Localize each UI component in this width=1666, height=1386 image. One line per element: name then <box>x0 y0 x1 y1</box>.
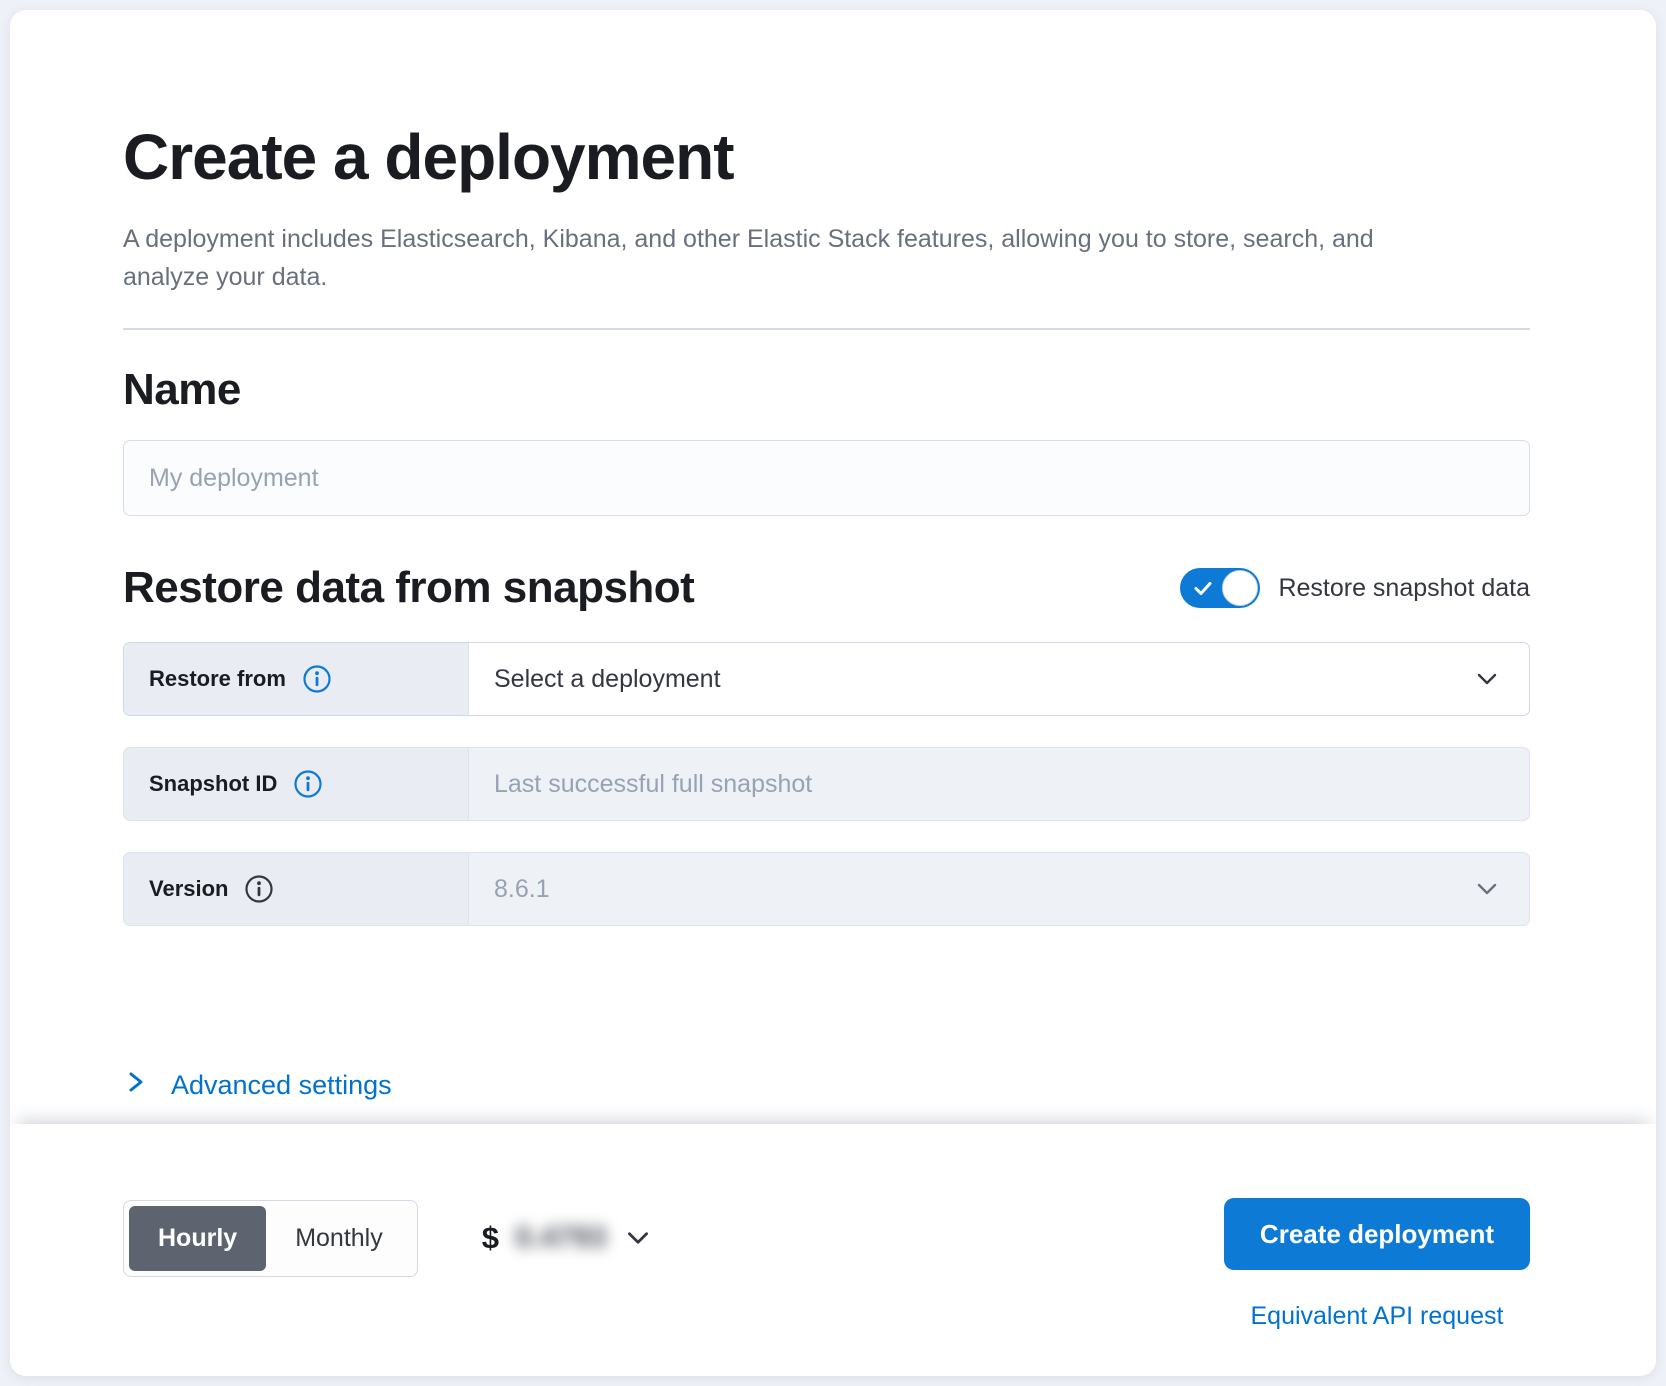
toggle-knob <box>1222 570 1259 607</box>
version-value: 8.6.1 <box>494 874 550 903</box>
restore-section-heading: Restore data from snapshot <box>123 563 695 613</box>
name-section-heading: Name <box>123 364 241 414</box>
price-currency: $ <box>481 1220 499 1255</box>
info-icon[interactable] <box>302 664 332 694</box>
equivalent-api-request-link[interactable]: Equivalent API request <box>1250 1302 1504 1330</box>
snapshot-id-field <box>469 748 1529 820</box>
create-deployment-button[interactable]: Create deployment <box>1223 1198 1530 1270</box>
info-icon[interactable] <box>244 874 274 904</box>
snapshot-id-row: Snapshot ID <box>123 747 1530 822</box>
snapshot-id-input[interactable] <box>494 769 1501 799</box>
snapshot-id-label: Snapshot ID <box>149 771 278 797</box>
restore-from-label-cell: Restore from <box>124 643 469 716</box>
version-select[interactable]: 8.6.1 <box>469 853 1529 925</box>
page-title: Create a deployment <box>123 121 735 193</box>
divider <box>123 327 1530 330</box>
restore-from-row: Restore from Select a deployment <box>123 642 1530 717</box>
restore-from-value: Select a deployment <box>494 664 721 693</box>
chevron-down-icon <box>1473 665 1501 693</box>
advanced-settings-link[interactable]: Advanced settings <box>123 1067 392 1104</box>
monthly-button[interactable]: Monthly <box>266 1206 412 1271</box>
create-deployment-panel: Create a deployment A deployment include… <box>10 10 1656 1376</box>
deployment-name-input[interactable] <box>123 440 1530 517</box>
snapshot-id-label-cell: Snapshot ID <box>124 748 469 821</box>
page-subtitle: A deployment includes Elasticsearch, Kib… <box>123 224 1374 291</box>
restore-from-label: Restore from <box>149 666 286 692</box>
info-icon[interactable] <box>293 769 323 799</box>
bottom-bar: Hourly Monthly $ 0.4793 Create deploymen… <box>10 1124 1656 1376</box>
price-dropdown[interactable]: $ 0.4793 <box>482 1220 653 1256</box>
version-row: Version 8.6.1 <box>123 852 1530 927</box>
chevron-right-icon <box>123 1067 149 1104</box>
advanced-settings-label: Advanced settings <box>171 1070 392 1101</box>
restore-snapshot-toggle[interactable] <box>1180 568 1261 609</box>
toggle-label: Restore snapshot data <box>1278 573 1530 602</box>
billing-period-toggle: Hourly Monthly <box>123 1199 418 1277</box>
main-content: Create a deployment A deployment include… <box>10 10 1656 1124</box>
version-label: Version <box>149 876 229 902</box>
restore-from-select[interactable]: Select a deployment <box>469 643 1529 715</box>
price-amount-blurred: 0.4793 <box>514 1221 607 1254</box>
chevron-down-icon <box>1473 875 1501 903</box>
checkmark-icon <box>1190 575 1216 606</box>
version-label-cell: Version <box>124 853 469 926</box>
hourly-button[interactable]: Hourly <box>129 1205 267 1271</box>
chevron-down-icon <box>623 1223 653 1253</box>
